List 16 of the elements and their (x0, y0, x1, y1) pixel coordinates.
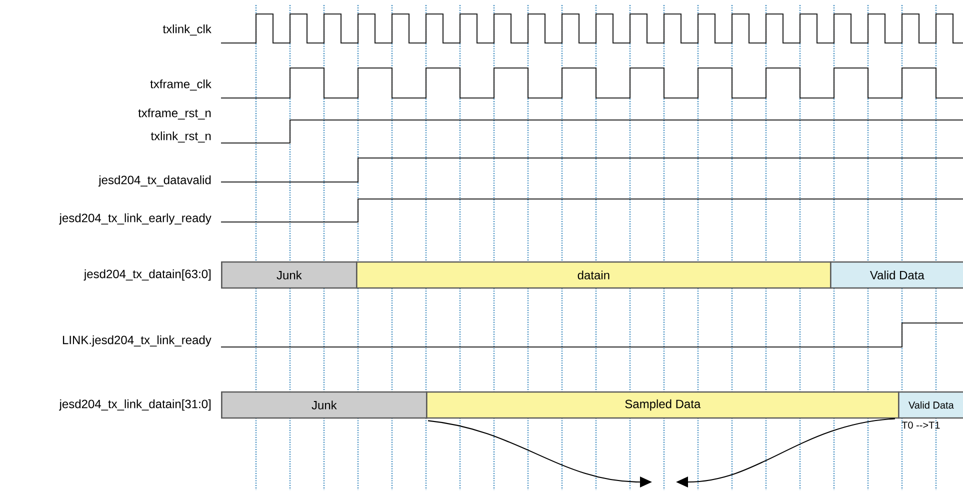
signal-label: txframe_clk (150, 79, 212, 91)
data-segment: Valid Data (830, 261, 963, 289)
signal-label: txlink_clk (162, 24, 212, 36)
signal-label: txframe_rst_n (138, 108, 211, 120)
signal-label: LINK.jesd204_tx_link_ready (62, 335, 212, 347)
signal-label: jesd204_tx_datavalid (98, 175, 211, 187)
signal-label: jesd204_tx_datain[63:0] (84, 269, 211, 281)
signal-label: txlink_rst_n (150, 131, 211, 143)
data-segment: datain (356, 261, 832, 289)
data-segment: Sampled Data (426, 391, 900, 419)
data-segment: Junk (221, 261, 358, 289)
signal-label: jesd204_tx_link_datain[31:0] (59, 399, 211, 411)
signal-label: jesd204_tx_link_early_ready (59, 213, 212, 225)
data-segment: Junk (221, 391, 428, 419)
note-text: T0 -->T1 (902, 422, 940, 429)
data-segment: Valid Data (898, 391, 963, 419)
